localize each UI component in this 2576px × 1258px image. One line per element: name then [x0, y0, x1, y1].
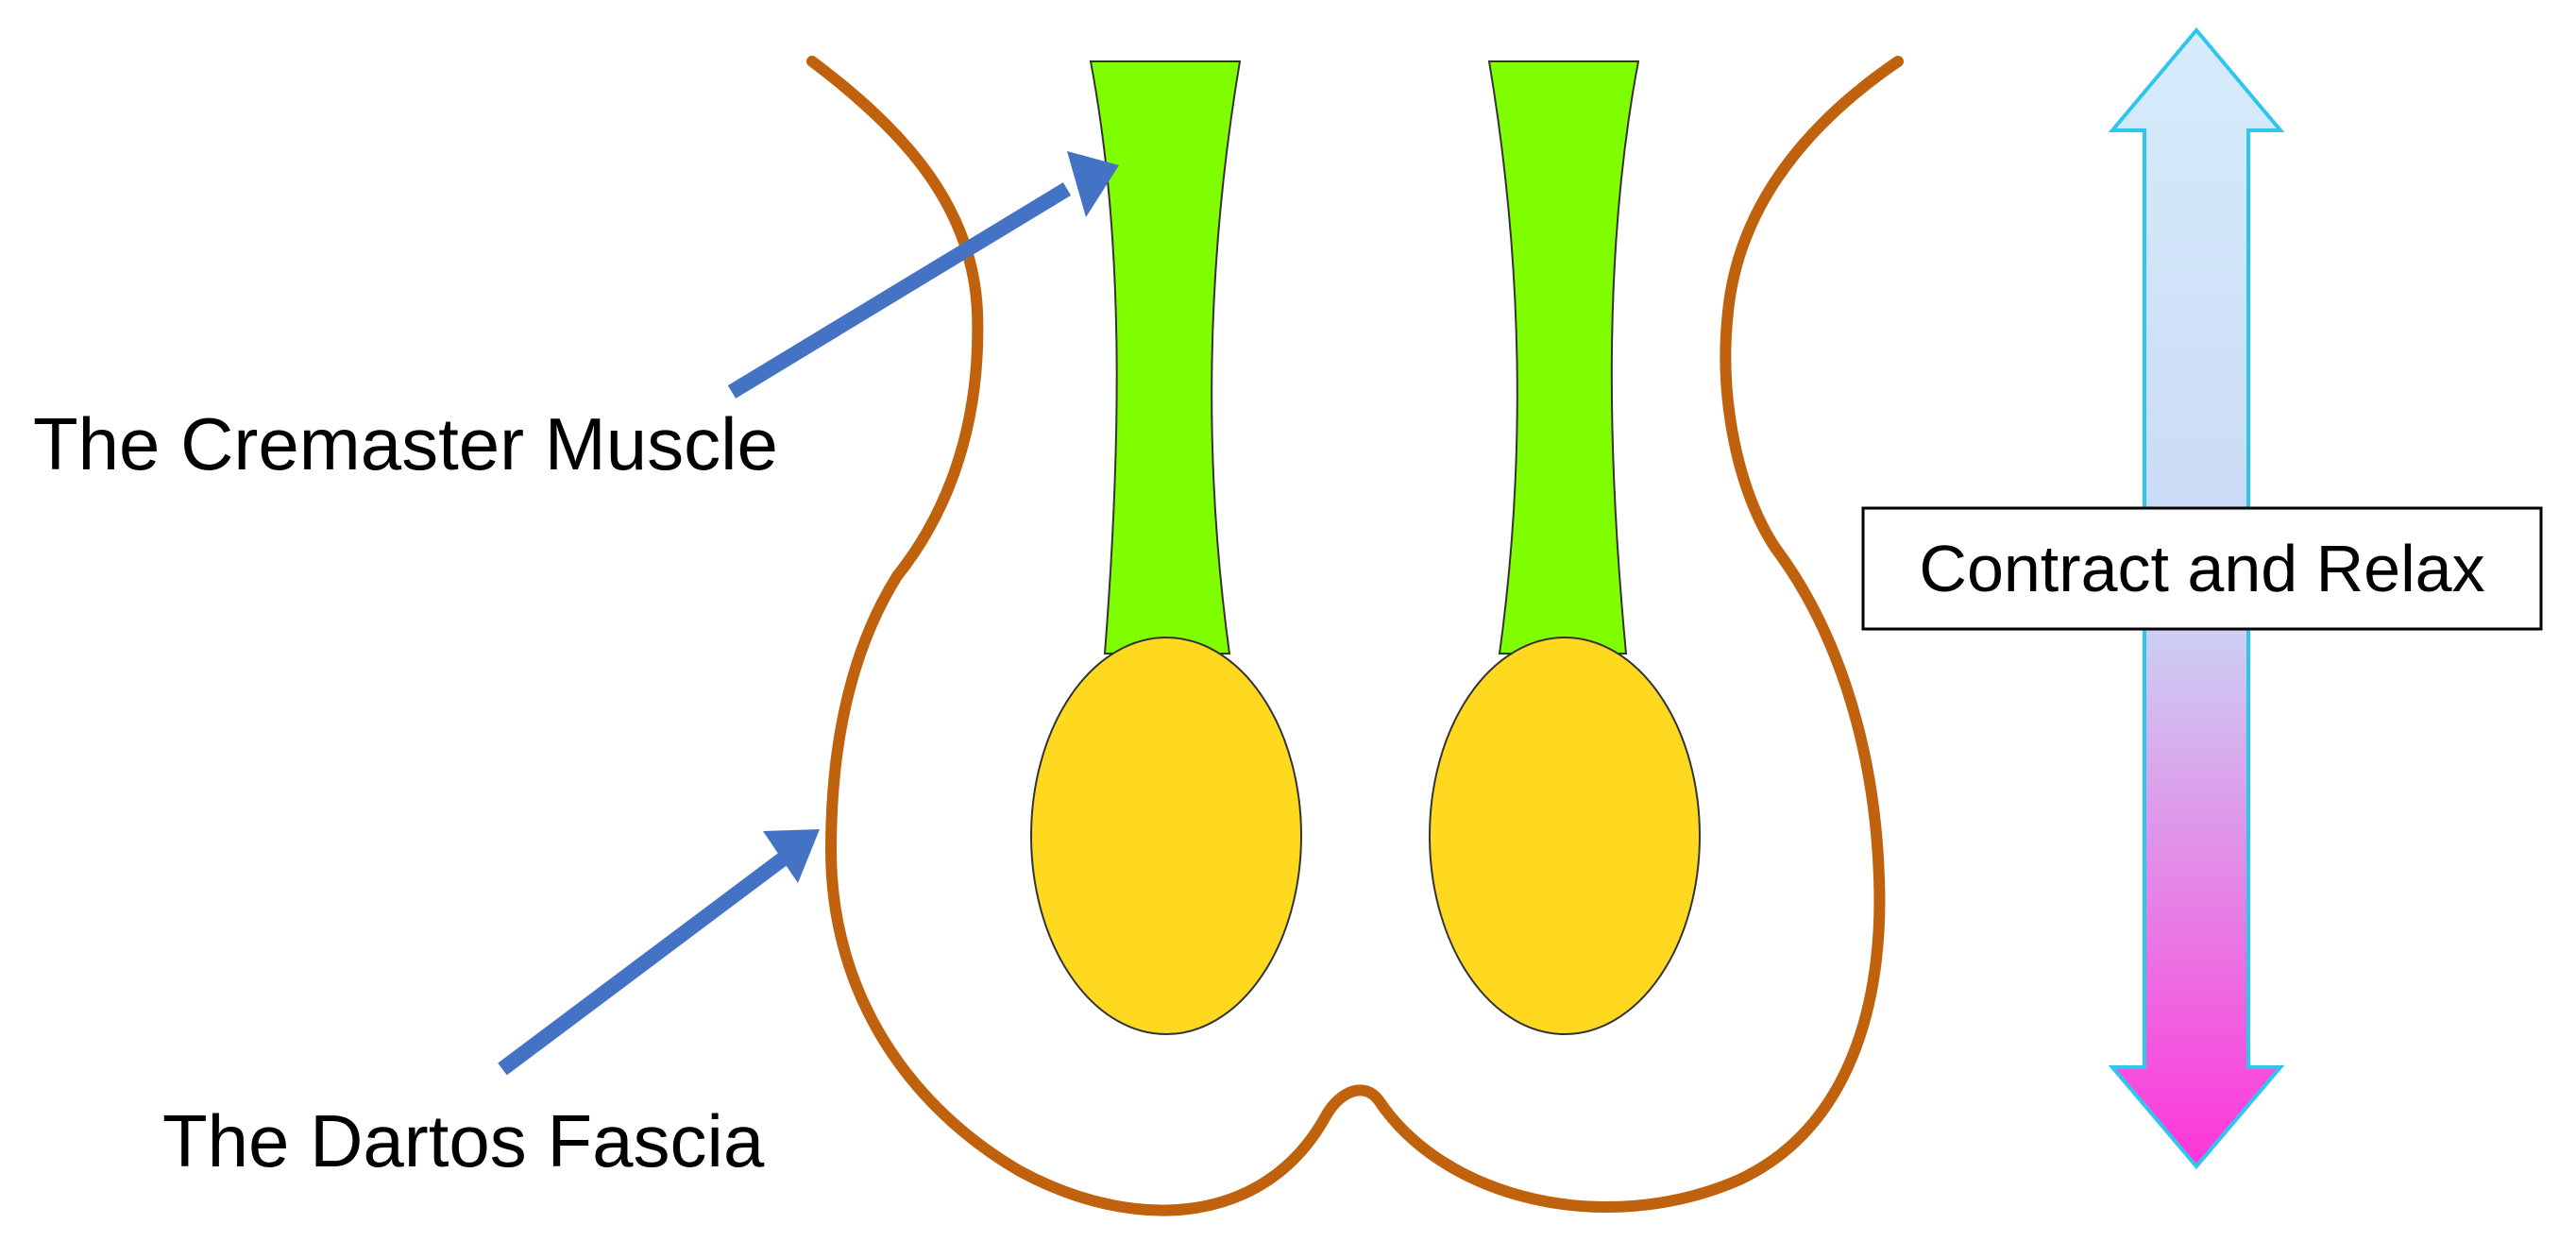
dartos-pointer-arrow: [498, 829, 820, 1076]
cremaster-muscle-left: [1089, 60, 1242, 654]
contract-relax-box: Contract and Relax: [1861, 506, 2543, 631]
contract-relax-label: Contract and Relax: [1919, 532, 2484, 605]
testis-left: [1030, 637, 1302, 1035]
cremaster-label: The Cremaster Muscle: [33, 402, 778, 485]
dartos-label: The Dartos Fascia: [162, 1099, 765, 1182]
dartos-fascia-outline: [806, 56, 1904, 1216]
cremaster-muscle-right: [1487, 60, 1640, 654]
cremaster-pointer-arrow: [727, 151, 1119, 399]
testis-right: [1429, 637, 1701, 1035]
